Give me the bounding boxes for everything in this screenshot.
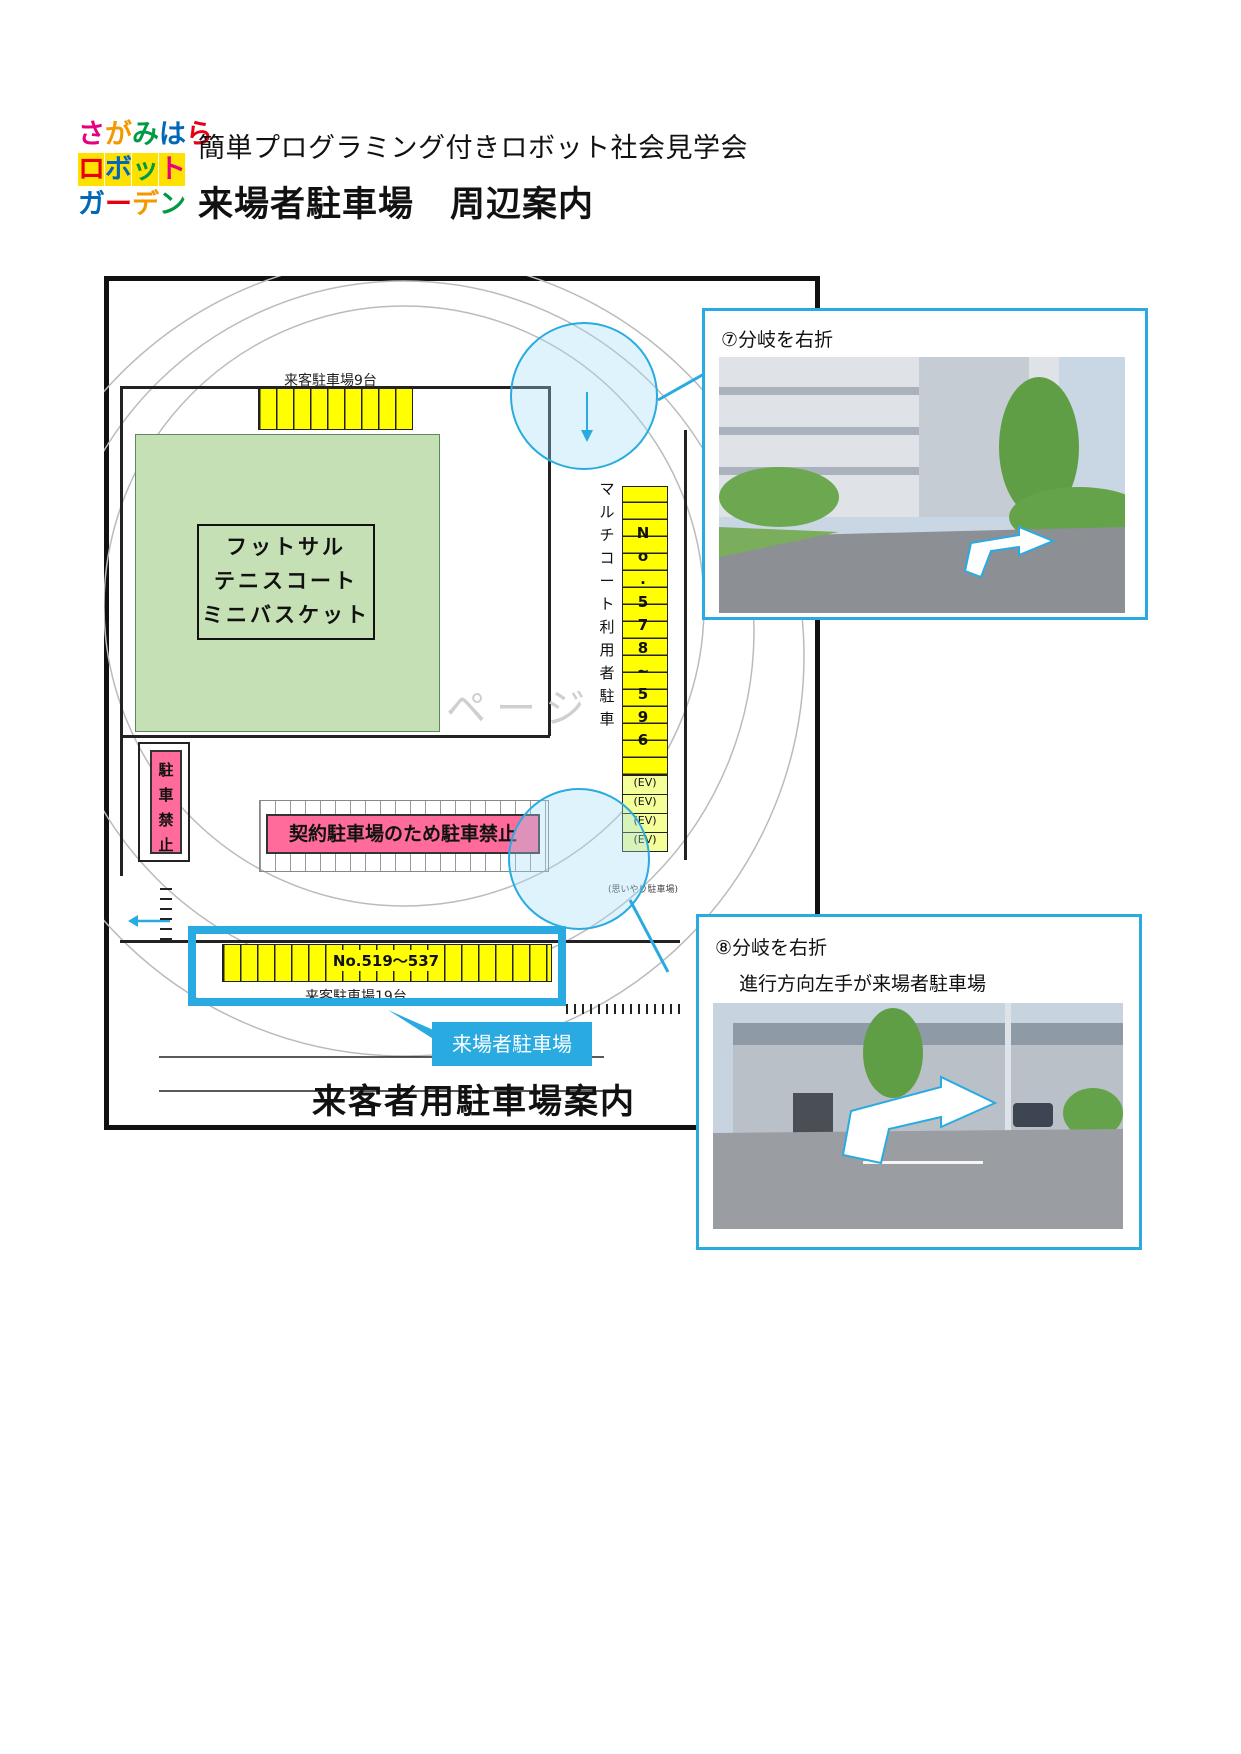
callout-connectors xyxy=(628,372,705,973)
building-wall xyxy=(684,430,687,860)
vertical-char: ー xyxy=(599,572,615,590)
lot-number-char: ~ xyxy=(636,662,650,680)
logo-char: み xyxy=(132,119,159,150)
top-lot-label: 来客駐車場9台 xyxy=(284,373,377,389)
no-parking-sign: 駐 車 禁 止 xyxy=(150,750,182,854)
right-lot-numbers: N o . 5 7 8 ~ 5 9 6 xyxy=(633,522,653,752)
logo-char: ン xyxy=(159,189,186,220)
logo-char: ー xyxy=(105,189,132,220)
page-title: 来場者駐車場 周辺案内 xyxy=(198,185,595,225)
road-arc xyxy=(104,276,805,1057)
contract-lot-sign: 契約駐車場のため駐車禁止 xyxy=(266,814,540,854)
right-parking-lot xyxy=(622,486,668,776)
no-parking-char: 車 xyxy=(158,786,174,804)
court-line: ミニバスケット xyxy=(202,603,370,627)
logo-char: ロ xyxy=(78,153,105,186)
visitor-lot-numbers: No.519～537 xyxy=(330,950,442,971)
lot-number-char: 7 xyxy=(637,616,649,634)
lot-number-char: 5 xyxy=(637,593,649,611)
lot-number-char: 8 xyxy=(637,639,649,657)
callout-title: ⑦分岐を右折 xyxy=(721,329,834,351)
robot-garden-logo: さ が み は ら ロ ボ ッ ト ガ ー デ ン xyxy=(78,118,213,224)
no-parking-char: 止 xyxy=(158,836,174,854)
street-photo-7 xyxy=(719,357,1125,613)
logo-char: ガ xyxy=(78,189,105,220)
logo-row-3: ガ ー デ ン xyxy=(78,188,186,221)
street-photo-8 xyxy=(713,1003,1123,1229)
callout-caption: 進行方向左手が来場者駐車場 xyxy=(739,973,987,995)
building-wall xyxy=(120,386,550,389)
logo-char: が xyxy=(105,119,132,150)
vertical-char: ト xyxy=(599,595,615,613)
vertical-lot-label: マ ル チ コ ー ト 利 用 者 駐 車 xyxy=(597,478,617,731)
logo-char: ッ xyxy=(132,153,159,186)
vertical-char: 駐 xyxy=(599,687,615,705)
logo-char: さ xyxy=(78,119,105,150)
callout-branch-8: ⑧分岐を右折 進行方向左手が来場者駐車場 xyxy=(696,914,1142,1250)
parking-map-frame xyxy=(104,276,820,1130)
visitor-parking-tag: 来場者駐車場 xyxy=(432,1022,592,1066)
vertical-char: 利 xyxy=(599,618,615,636)
ev-space: (EV) xyxy=(622,776,668,795)
no-parking-char: 駐 xyxy=(158,761,174,779)
vertical-char: マ xyxy=(599,480,615,498)
branch-8-circle xyxy=(508,788,650,930)
lot-number-char: N xyxy=(636,524,650,542)
court-line: フットサル xyxy=(226,535,346,559)
logo-char: ら xyxy=(186,119,213,150)
logo-char: デ xyxy=(132,189,159,220)
page-subtitle: 簡単プログラミング付きロボット社会見学会 xyxy=(198,133,748,164)
ev-space: (EV) xyxy=(622,795,668,814)
vertical-char: 車 xyxy=(599,710,615,728)
crosswalk xyxy=(160,882,172,940)
branch-7-circle xyxy=(510,322,658,470)
lot-number-char: 5 xyxy=(637,685,649,703)
top-parking-lot xyxy=(258,388,413,430)
tag-pointer xyxy=(388,1010,438,1042)
photo-branch-8 xyxy=(713,1003,1123,1229)
lot-number-char: . xyxy=(640,570,646,588)
vertical-char: チ xyxy=(599,526,615,544)
ev-caption: (思いやり駐車場) xyxy=(608,885,679,895)
building-wall xyxy=(548,386,551,736)
building-wall xyxy=(120,940,680,943)
connector-line xyxy=(628,899,670,973)
logo-row-2: ロ ボ ッ ト xyxy=(78,153,186,186)
vertical-char: 用 xyxy=(599,641,615,659)
lot-number-char: 6 xyxy=(637,731,649,749)
logo-row-1: さ が み は ら xyxy=(78,118,213,151)
logo-char: ボ xyxy=(105,153,132,186)
visitor-lot-highlight xyxy=(188,926,566,1006)
connector-line xyxy=(657,372,705,402)
building-wall xyxy=(120,386,123,876)
down-arrow-icon xyxy=(581,392,593,442)
map-title: 来客者用駐車場案内 xyxy=(312,1082,636,1122)
watermark-text: ページ xyxy=(446,686,596,732)
no-parking-area xyxy=(138,742,190,862)
vertical-char: ル xyxy=(599,503,615,521)
vertical-char: コ xyxy=(599,549,615,567)
photo-branch-7 xyxy=(719,357,1125,613)
callout-title: ⑧分岐を右折 xyxy=(715,937,828,959)
logo-char: ト xyxy=(159,153,186,186)
crosswalk xyxy=(566,1004,682,1014)
no-parking-char: 禁 xyxy=(158,811,174,829)
building-wall xyxy=(120,735,550,738)
callout-branch-7: ⑦分岐を右折 xyxy=(702,308,1148,620)
logo-char: は xyxy=(159,119,186,150)
lot-number-char: 9 xyxy=(637,708,649,726)
lot-number-char: o xyxy=(637,547,649,565)
court-label: フットサル テニスコート ミニバスケット xyxy=(197,524,375,640)
vertical-char: 者 xyxy=(599,664,615,682)
court-line: テニスコート xyxy=(214,569,358,593)
